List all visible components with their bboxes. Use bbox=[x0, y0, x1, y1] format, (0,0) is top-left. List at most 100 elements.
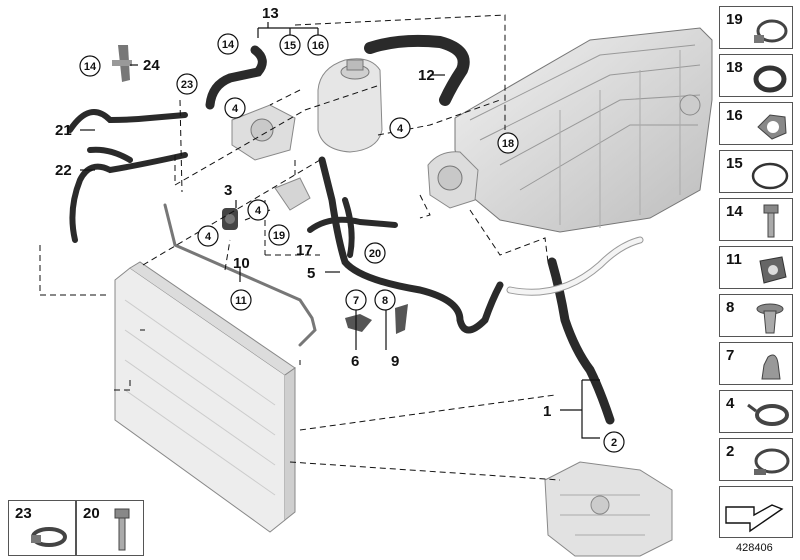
svg-text:14: 14 bbox=[84, 61, 97, 73]
panel-cell-14: 14 bbox=[719, 198, 793, 241]
dashed-leader-lines bbox=[39, 14, 561, 481]
electric-water-pump bbox=[427, 151, 479, 209]
panel-cell-8: 8 bbox=[719, 294, 793, 337]
panel-label-14: 14 bbox=[726, 203, 743, 220]
svg-text:23: 23 bbox=[181, 79, 193, 91]
spring-clamp-icon bbox=[747, 403, 789, 426]
bracket-6 bbox=[345, 314, 372, 332]
panel-label-8: 8 bbox=[726, 299, 735, 316]
svg-text:19: 19 bbox=[273, 230, 285, 242]
svg-text:4: 4 bbox=[397, 123, 404, 135]
callout-circle-14a: 14 bbox=[217, 33, 239, 55]
callout-1: 1 bbox=[543, 403, 551, 420]
callout-circle-2: 2 bbox=[603, 431, 625, 453]
callout-circle-19: 19 bbox=[268, 224, 290, 246]
panel-cell-15: 15 bbox=[719, 150, 793, 193]
callout-10: 10 bbox=[233, 255, 250, 272]
callout-circle-4b: 4 bbox=[389, 117, 411, 139]
push-rivet-icon bbox=[756, 303, 784, 334]
engine-block bbox=[454, 27, 713, 233]
band-clamp-icon bbox=[754, 448, 790, 475]
panel-cell-16: 16 bbox=[719, 102, 793, 145]
bottom-label-20: 20 bbox=[83, 505, 100, 522]
callout-circle-20: 20 bbox=[364, 242, 386, 264]
radiator bbox=[114, 261, 296, 533]
callout-9: 9 bbox=[391, 353, 399, 370]
bottom-cell-20: 20 bbox=[76, 500, 144, 556]
callout-circle-14b: 14 bbox=[79, 55, 101, 77]
water-pump-left bbox=[231, 104, 296, 161]
callout-22: 22 bbox=[55, 162, 72, 179]
panel-label-15: 15 bbox=[726, 155, 743, 172]
panel-label-2: 2 bbox=[726, 443, 735, 460]
hoses bbox=[67, 34, 644, 425]
holder-clip-icon bbox=[761, 354, 781, 380]
seal-ring-icon bbox=[753, 65, 787, 93]
callout-numbers: 13 24 12 21 22 3 10 17 5 6 9 1 bbox=[55, 5, 551, 420]
panel-cell-19: 19 bbox=[719, 6, 793, 49]
callout-21: 21 bbox=[55, 122, 72, 139]
thermostat-housing bbox=[544, 461, 673, 557]
expansion-tank bbox=[317, 58, 383, 153]
circled-callouts: 14 15 16 14 23 4 4 18 4 4 19 20 11 7 8 2 bbox=[79, 33, 625, 453]
svg-text:11: 11 bbox=[235, 295, 247, 307]
panel-cell-4: 4 bbox=[719, 390, 793, 433]
callout-circle-4d: 4 bbox=[197, 225, 219, 247]
gasket-icon bbox=[757, 114, 787, 140]
callout-17: 17 bbox=[296, 242, 313, 259]
document-number: 428406 bbox=[736, 542, 773, 554]
bracket-9 bbox=[395, 304, 408, 334]
callout-circle-16: 16 bbox=[307, 34, 329, 56]
panel-cell-arrow bbox=[719, 486, 793, 538]
svg-text:4: 4 bbox=[205, 231, 212, 243]
svg-text:4: 4 bbox=[255, 205, 262, 217]
callout-5: 5 bbox=[307, 265, 315, 282]
reference-arrow-icon bbox=[725, 504, 784, 533]
callout-circle-11: 11 bbox=[230, 289, 252, 311]
valve-19-part bbox=[274, 177, 311, 211]
callout-circle-18: 18 bbox=[497, 132, 519, 154]
hose-clamp-icon bbox=[754, 19, 788, 43]
panel-cell-2: 2 bbox=[719, 438, 793, 481]
bracket-24 bbox=[112, 45, 132, 82]
svg-text:20: 20 bbox=[369, 248, 381, 260]
callout-circle-8: 8 bbox=[374, 289, 396, 311]
callout-circle-7: 7 bbox=[345, 289, 367, 311]
callout-3: 3 bbox=[224, 182, 232, 199]
bottom-label-23: 23 bbox=[15, 505, 32, 522]
svg-text:15: 15 bbox=[284, 40, 296, 52]
callout-24: 24 bbox=[143, 57, 160, 74]
svg-text:8: 8 bbox=[382, 295, 388, 307]
callout-12: 12 bbox=[418, 67, 435, 84]
callout-6: 6 bbox=[351, 353, 359, 370]
callout-circle-4a: 4 bbox=[224, 97, 246, 119]
svg-text:2: 2 bbox=[611, 437, 617, 449]
svg-text:7: 7 bbox=[353, 295, 359, 307]
svg-text:4: 4 bbox=[232, 103, 239, 115]
panel-label-4: 4 bbox=[726, 395, 735, 412]
panel-label-19: 19 bbox=[726, 11, 743, 28]
o-ring-icon bbox=[751, 162, 789, 190]
svg-text:18: 18 bbox=[502, 138, 514, 150]
callout-circle-23: 23 bbox=[176, 73, 198, 95]
svg-text:16: 16 bbox=[312, 40, 324, 52]
clip-icon bbox=[759, 256, 787, 284]
panel-label-18: 18 bbox=[726, 59, 743, 76]
panel-label-11: 11 bbox=[726, 251, 742, 268]
callout-13: 13 bbox=[262, 5, 279, 22]
svg-text:14: 14 bbox=[222, 39, 235, 51]
leader-lines bbox=[80, 22, 600, 439]
panel-label-7: 7 bbox=[726, 347, 735, 364]
panel-label-16: 16 bbox=[726, 107, 743, 124]
panel-cell-11: 11 bbox=[719, 246, 793, 289]
panel-cell-7: 7 bbox=[719, 342, 793, 385]
panel-cell-18: 18 bbox=[719, 54, 793, 97]
aux-water-pump-3 bbox=[222, 208, 238, 230]
bolt-icon bbox=[763, 204, 779, 238]
callout-circle-15: 15 bbox=[279, 34, 301, 56]
clamp-23-icon bbox=[31, 527, 67, 547]
callout-circle-4c: 4 bbox=[247, 199, 269, 221]
bolt-20-icon bbox=[114, 508, 130, 551]
bottom-cell-23: 23 bbox=[8, 500, 76, 556]
